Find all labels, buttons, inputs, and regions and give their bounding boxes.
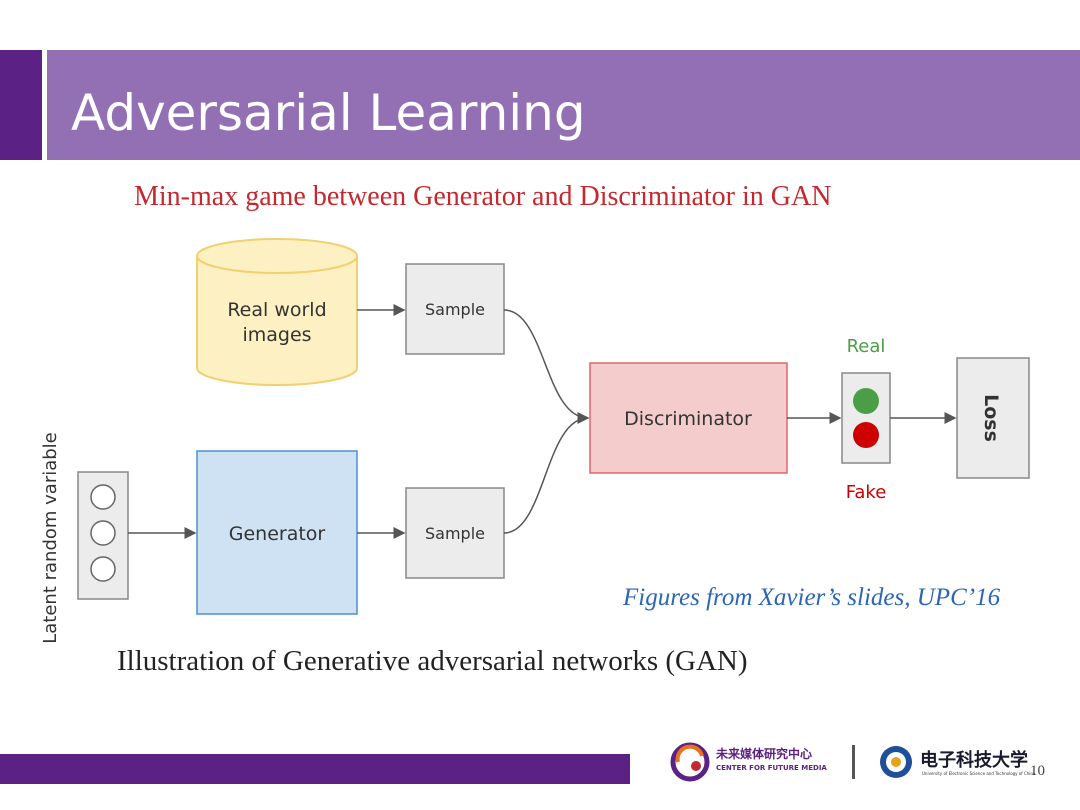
future-media-logo-icon (670, 742, 710, 782)
real-images-label-line1: Real world (227, 299, 326, 321)
title-separator (42, 50, 47, 160)
latent-node-3 (90, 556, 116, 582)
fake-label: Fake (846, 482, 887, 503)
page-number: 10 (1030, 763, 1045, 779)
uestc-seal-icon (880, 746, 912, 778)
real-label: Real (847, 336, 886, 357)
latent-node-1 (90, 484, 116, 510)
loss-label: Loss (980, 394, 1002, 442)
figure-caption: Illustration of Generative adversarial n… (117, 645, 748, 677)
footer-divider (852, 745, 855, 779)
real-fake-indicator (841, 372, 891, 464)
sample-box-top: Sample (405, 263, 505, 355)
sample-bottom-label: Sample (425, 524, 485, 543)
sample-top-label: Sample (425, 300, 485, 319)
latent-variable-box (77, 471, 129, 600)
footer-bar (0, 754, 630, 784)
fake-indicator-light (853, 422, 879, 448)
title-bar (47, 50, 1080, 160)
future-media-name: 未来媒体研究中心 (716, 747, 813, 761)
future-media-name-en: CENTER FOR FUTURE MEDIA (716, 764, 827, 772)
loss-box: Loss (956, 357, 1030, 479)
generator-label: Generator (229, 523, 326, 545)
real-indicator-light (853, 388, 879, 414)
uestc-name-en: University of Electronic Science and Tec… (922, 771, 1036, 776)
discriminator-box: Discriminator (589, 362, 788, 474)
discriminator-label: Discriminator (624, 408, 752, 430)
latent-node-2 (90, 520, 116, 546)
latent-variable-label: Latent random variable (40, 432, 61, 644)
slide-title: Adversarial Learning (71, 84, 586, 142)
uestc-name: 电子科技大学 (920, 750, 1028, 771)
real-images-label-line2: images (242, 324, 311, 346)
slide-subtitle: Min-max game between Generator and Discr… (134, 181, 832, 212)
generator-box: Generator (196, 450, 358, 615)
sample-box-bottom: Sample (405, 487, 505, 579)
figure-credit: Figures from Xavier’s slides, UPC’16 (623, 584, 1001, 611)
arrow-sample-top-to-discriminator (503, 309, 590, 424)
real-world-images-database: Real world images (196, 238, 358, 386)
title-accent-block (0, 50, 42, 160)
arrow-sample-bottom-to-discriminator (503, 417, 589, 534)
